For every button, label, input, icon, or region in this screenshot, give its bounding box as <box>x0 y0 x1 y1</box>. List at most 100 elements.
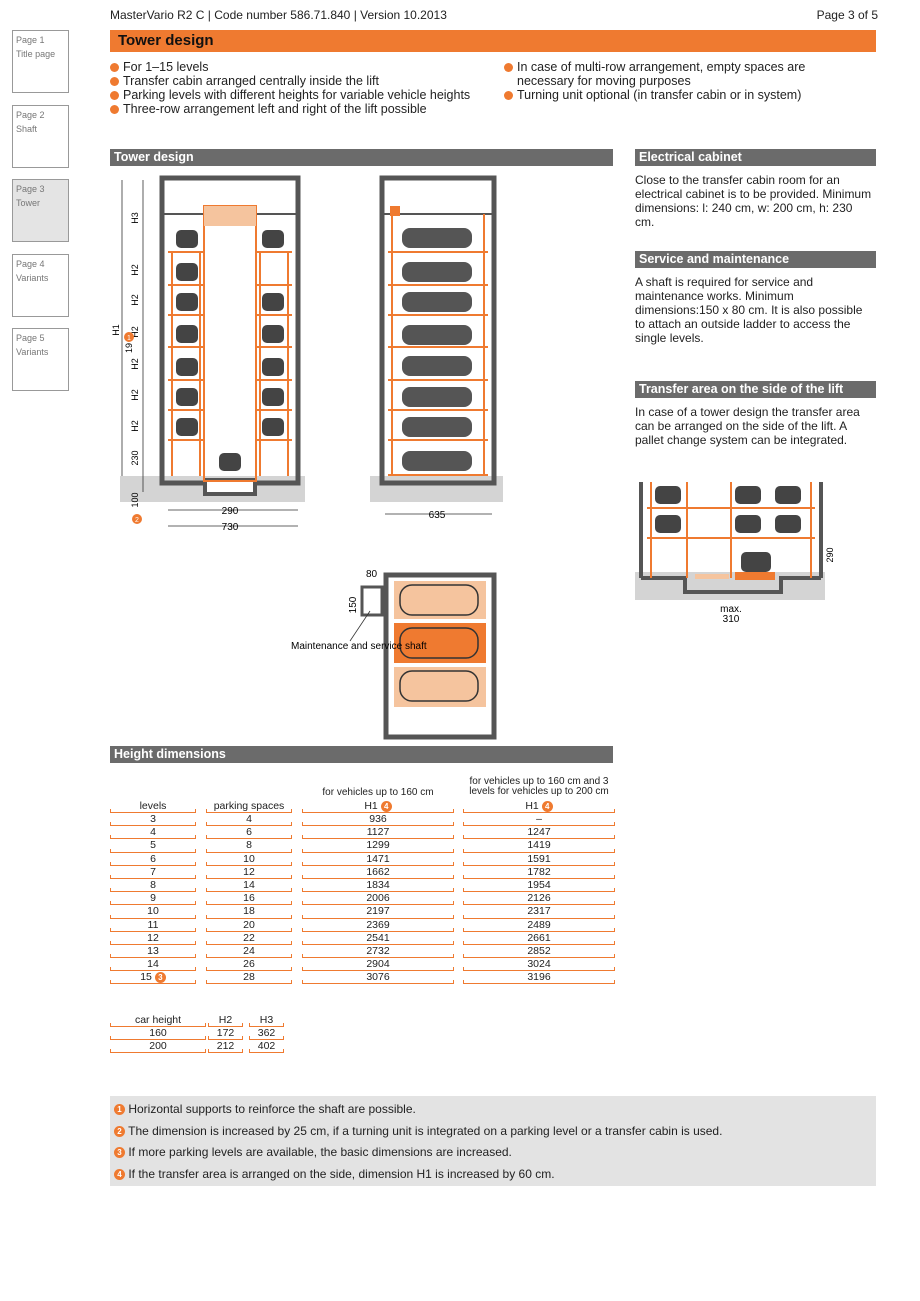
table-cell: 6 <box>206 826 292 840</box>
transfer-text: In case of a tower design the transfer a… <box>635 405 860 447</box>
car-height-column: car height 160 200 <box>110 1013 206 1054</box>
page-indicator: Page 3 of 5 <box>816 8 878 22</box>
nav-page-label: Tower <box>16 198 41 208</box>
section-electrical-cabinet: Electrical cabinet <box>635 149 876 166</box>
table-cell: 10 <box>206 853 292 866</box>
transfer-dim-310: 310 <box>723 614 740 625</box>
table-cell: 1834 <box>302 879 454 893</box>
marker-1-icon: 1 <box>114 1104 125 1116</box>
car-top-icons <box>399 584 479 702</box>
nav-page-5[interactable]: Page 5 Variants <box>12 328 69 391</box>
dim-150: 150 <box>348 596 359 613</box>
table-cell: 212 <box>208 1040 243 1054</box>
table-cell: 12 <box>206 866 292 880</box>
table-cell: 4 <box>206 813 292 827</box>
transfer-levels <box>647 482 815 578</box>
table-cell: 362 <box>249 1027 284 1041</box>
marker-4-icon: 4 <box>541 800 553 812</box>
table-cell: 2369 <box>302 919 454 932</box>
nav-page-1[interactable]: Page 1 Title page <box>12 30 69 93</box>
feature-list-right: In case of multi-row arrangement, empty … <box>504 60 824 102</box>
h2-column: H2 172 212 <box>208 1013 243 1054</box>
table-cell: 936 <box>302 813 454 827</box>
nav-page-label: Shaft <box>16 124 38 134</box>
footnote-text: The dimension is increased by 25 cm, if … <box>128 1123 723 1138</box>
table-cell: 10 <box>110 905 196 919</box>
table-cell: 8 <box>206 839 292 853</box>
dim-100: 100 <box>130 492 140 507</box>
service-shaft <box>360 585 384 617</box>
dim-h2: H2 <box>130 420 140 432</box>
table-cell: 14 <box>110 958 196 972</box>
dim-h2: H2 <box>130 294 140 306</box>
transfer-max-label: max. <box>720 604 742 615</box>
dim-730: 730 <box>222 522 239 533</box>
nav-page-4[interactable]: Page 4 Variants <box>12 254 69 317</box>
nav-page-2[interactable]: Page 2 Shaft <box>12 105 69 168</box>
dim-80: 80 <box>366 569 378 580</box>
table-cell: 2006 <box>302 892 454 906</box>
h1-header: H1 4 <box>463 799 615 813</box>
h1-160-column: H1 4 936 1127 1299 1471 1662 1834 2006 2… <box>302 799 454 985</box>
feature-item: Turning unit optional (in transfer cabin… <box>504 88 824 102</box>
table-cell: 2489 <box>463 919 615 932</box>
dim-290: 290 <box>222 506 239 517</box>
group-header-160: for vehicles up to 160 cm <box>322 787 434 798</box>
table-cell: 2541 <box>302 932 454 946</box>
feature-item: Three-row arrangement left and right of … <box>110 102 490 116</box>
table-cell-value: 15 <box>140 971 152 984</box>
table-cell: 9 <box>110 892 196 906</box>
dim-h2: H2 <box>130 264 140 276</box>
table-cell: 2126 <box>463 892 615 906</box>
page-title: Tower design <box>110 30 876 52</box>
table-cell: 1247 <box>463 826 615 840</box>
parking-levels-left <box>168 251 204 476</box>
table-cell: 160 <box>110 1027 206 1041</box>
electrical-cabinet-text: Close to the transfer cabin room for an … <box>635 173 872 229</box>
maintenance-label: Maintenance and service shaft <box>291 641 427 652</box>
table-cell: 26 <box>206 958 292 972</box>
marker-2-icon: 2 <box>114 1125 125 1137</box>
nav-page-number: Page 4 <box>16 259 45 269</box>
feature-item: In case of multi-row arrangement, empty … <box>504 60 824 88</box>
levels-header: levels <box>110 799 196 813</box>
table-cell: 1471 <box>302 853 454 866</box>
feature-item: Parking levels with different heights fo… <box>110 88 490 102</box>
shaft-wall-side <box>379 175 497 486</box>
document-info: MasterVario R2 C | Code number 586.71.84… <box>110 8 447 22</box>
table-cell: 2197 <box>302 905 454 919</box>
dim-h3: H3 <box>130 212 140 224</box>
nav-page-number: Page 2 <box>16 110 45 120</box>
table-cell: 402 <box>249 1040 284 1054</box>
footnotes-box: 1 Horizontal supports to reinforce the s… <box>110 1096 876 1186</box>
footnote-2: 2 The dimension is increased by 25 cm, i… <box>114 1123 876 1145</box>
nav-page-3[interactable]: Page 3 Tower <box>12 179 69 242</box>
car-front-icons <box>176 230 284 471</box>
section-height-dimensions: Height dimensions <box>110 746 613 763</box>
table-cell: 12 <box>110 932 196 946</box>
table-cell: 1591 <box>463 853 615 866</box>
table-cell: 20 <box>206 919 292 932</box>
table-cell: 172 <box>208 1027 243 1041</box>
nav-page-number: Page 5 <box>16 333 45 343</box>
table-cell: 11 <box>110 919 196 932</box>
nav-page-label: Variants <box>16 347 49 357</box>
dim-635: 635 <box>429 510 446 521</box>
marker-2-label: 2 <box>135 517 139 524</box>
table-cell: 1662 <box>302 866 454 880</box>
drive-unit <box>390 206 400 216</box>
table-cell: 8 <box>110 879 196 893</box>
service-text: A shaft is required for service and main… <box>635 275 863 345</box>
table-cell: 1419 <box>463 839 615 853</box>
table-cell: – <box>463 813 615 827</box>
table-cell: 16 <box>206 892 292 906</box>
table-cell: 3024 <box>463 958 615 972</box>
group-header-200: for vehicles up to 160 cm and 3 levels f… <box>469 776 609 797</box>
dim-h1: H1 <box>111 324 121 336</box>
car-height-header: car height <box>110 1013 206 1027</box>
table-cell: 2904 <box>302 958 454 972</box>
ground-fill <box>370 476 503 502</box>
feature-item: Transfer cabin arranged centrally inside… <box>110 74 490 88</box>
plan-wall <box>383 572 497 740</box>
dim-h2: H2 <box>130 358 140 370</box>
